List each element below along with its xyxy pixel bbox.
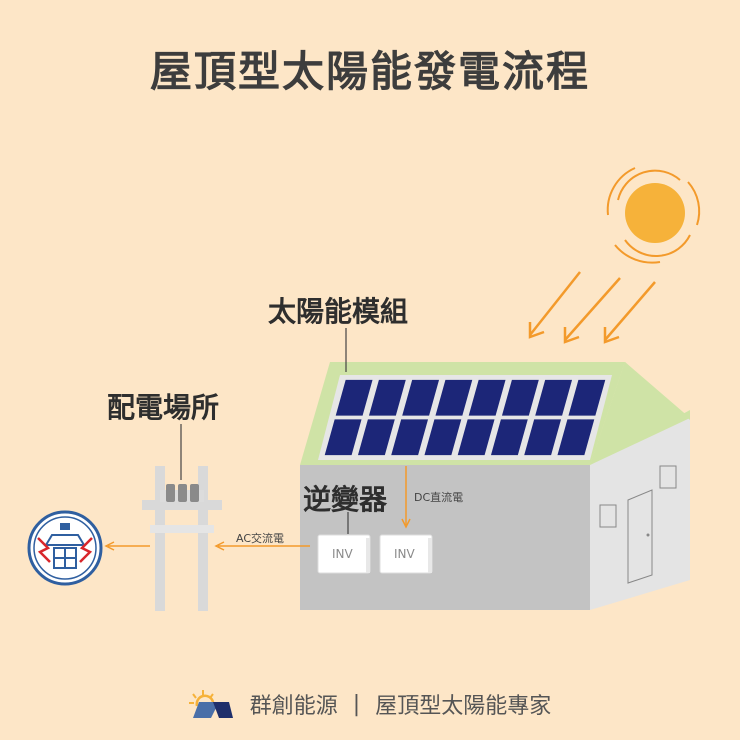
taipower-logo-icon: [27, 510, 103, 586]
solar-cell: [501, 379, 539, 416]
grid-arrow: [104, 541, 150, 551]
ac-power-label: AC交流電: [236, 532, 285, 545]
solar-panel: [318, 375, 612, 460]
footer-tagline: 屋頂型太陽能專家: [375, 694, 552, 719]
brand-name: 群創能源: [249, 694, 338, 719]
house-side-wall: [590, 410, 690, 610]
window: [659, 465, 677, 489]
inverter-unit-2-label: INV: [394, 547, 416, 561]
solar-cell: [335, 379, 373, 416]
door: [627, 489, 653, 584]
footer: 群創能源 | 屋頂型太陽能專家: [0, 688, 740, 720]
dc-arrow: [401, 466, 411, 529]
solar-cell: [402, 379, 440, 416]
brand-sun-logo-icon: [188, 690, 233, 718]
footer-separator: |: [352, 691, 361, 717]
substation-label: 配電場所: [107, 391, 220, 424]
sun-icon: [606, 167, 701, 264]
sunlight-arrows: [528, 271, 656, 344]
solar-module-label: 太陽能模組: [268, 295, 409, 328]
solar-cell: [435, 379, 473, 416]
solar-cell: [557, 419, 595, 456]
solar-cell: [468, 379, 506, 416]
ac-arrow: [214, 541, 310, 551]
transformer-icon: [166, 484, 199, 502]
solar-cell: [424, 419, 462, 456]
solar-cell: [457, 419, 495, 456]
inverter-label: 逆變器: [303, 483, 388, 516]
solar-cell: [568, 379, 606, 416]
solar-cell: [524, 419, 562, 456]
solar-cell: [391, 419, 429, 456]
window: [599, 504, 617, 528]
page-title: 屋頂型太陽能發電流程: [149, 47, 590, 96]
solar-cell: [535, 379, 573, 416]
inverter-unit-2: [379, 534, 433, 574]
solar-cell: [324, 419, 362, 456]
solar-cell: [357, 419, 395, 456]
distribution-pole: [142, 466, 222, 611]
solar-cell: [368, 379, 406, 416]
solar-cell: [490, 419, 528, 456]
inverter-unit-1: [317, 534, 371, 574]
dc-power-label: DC直流電: [414, 491, 464, 504]
inverter-unit-1-label: INV: [332, 547, 354, 561]
